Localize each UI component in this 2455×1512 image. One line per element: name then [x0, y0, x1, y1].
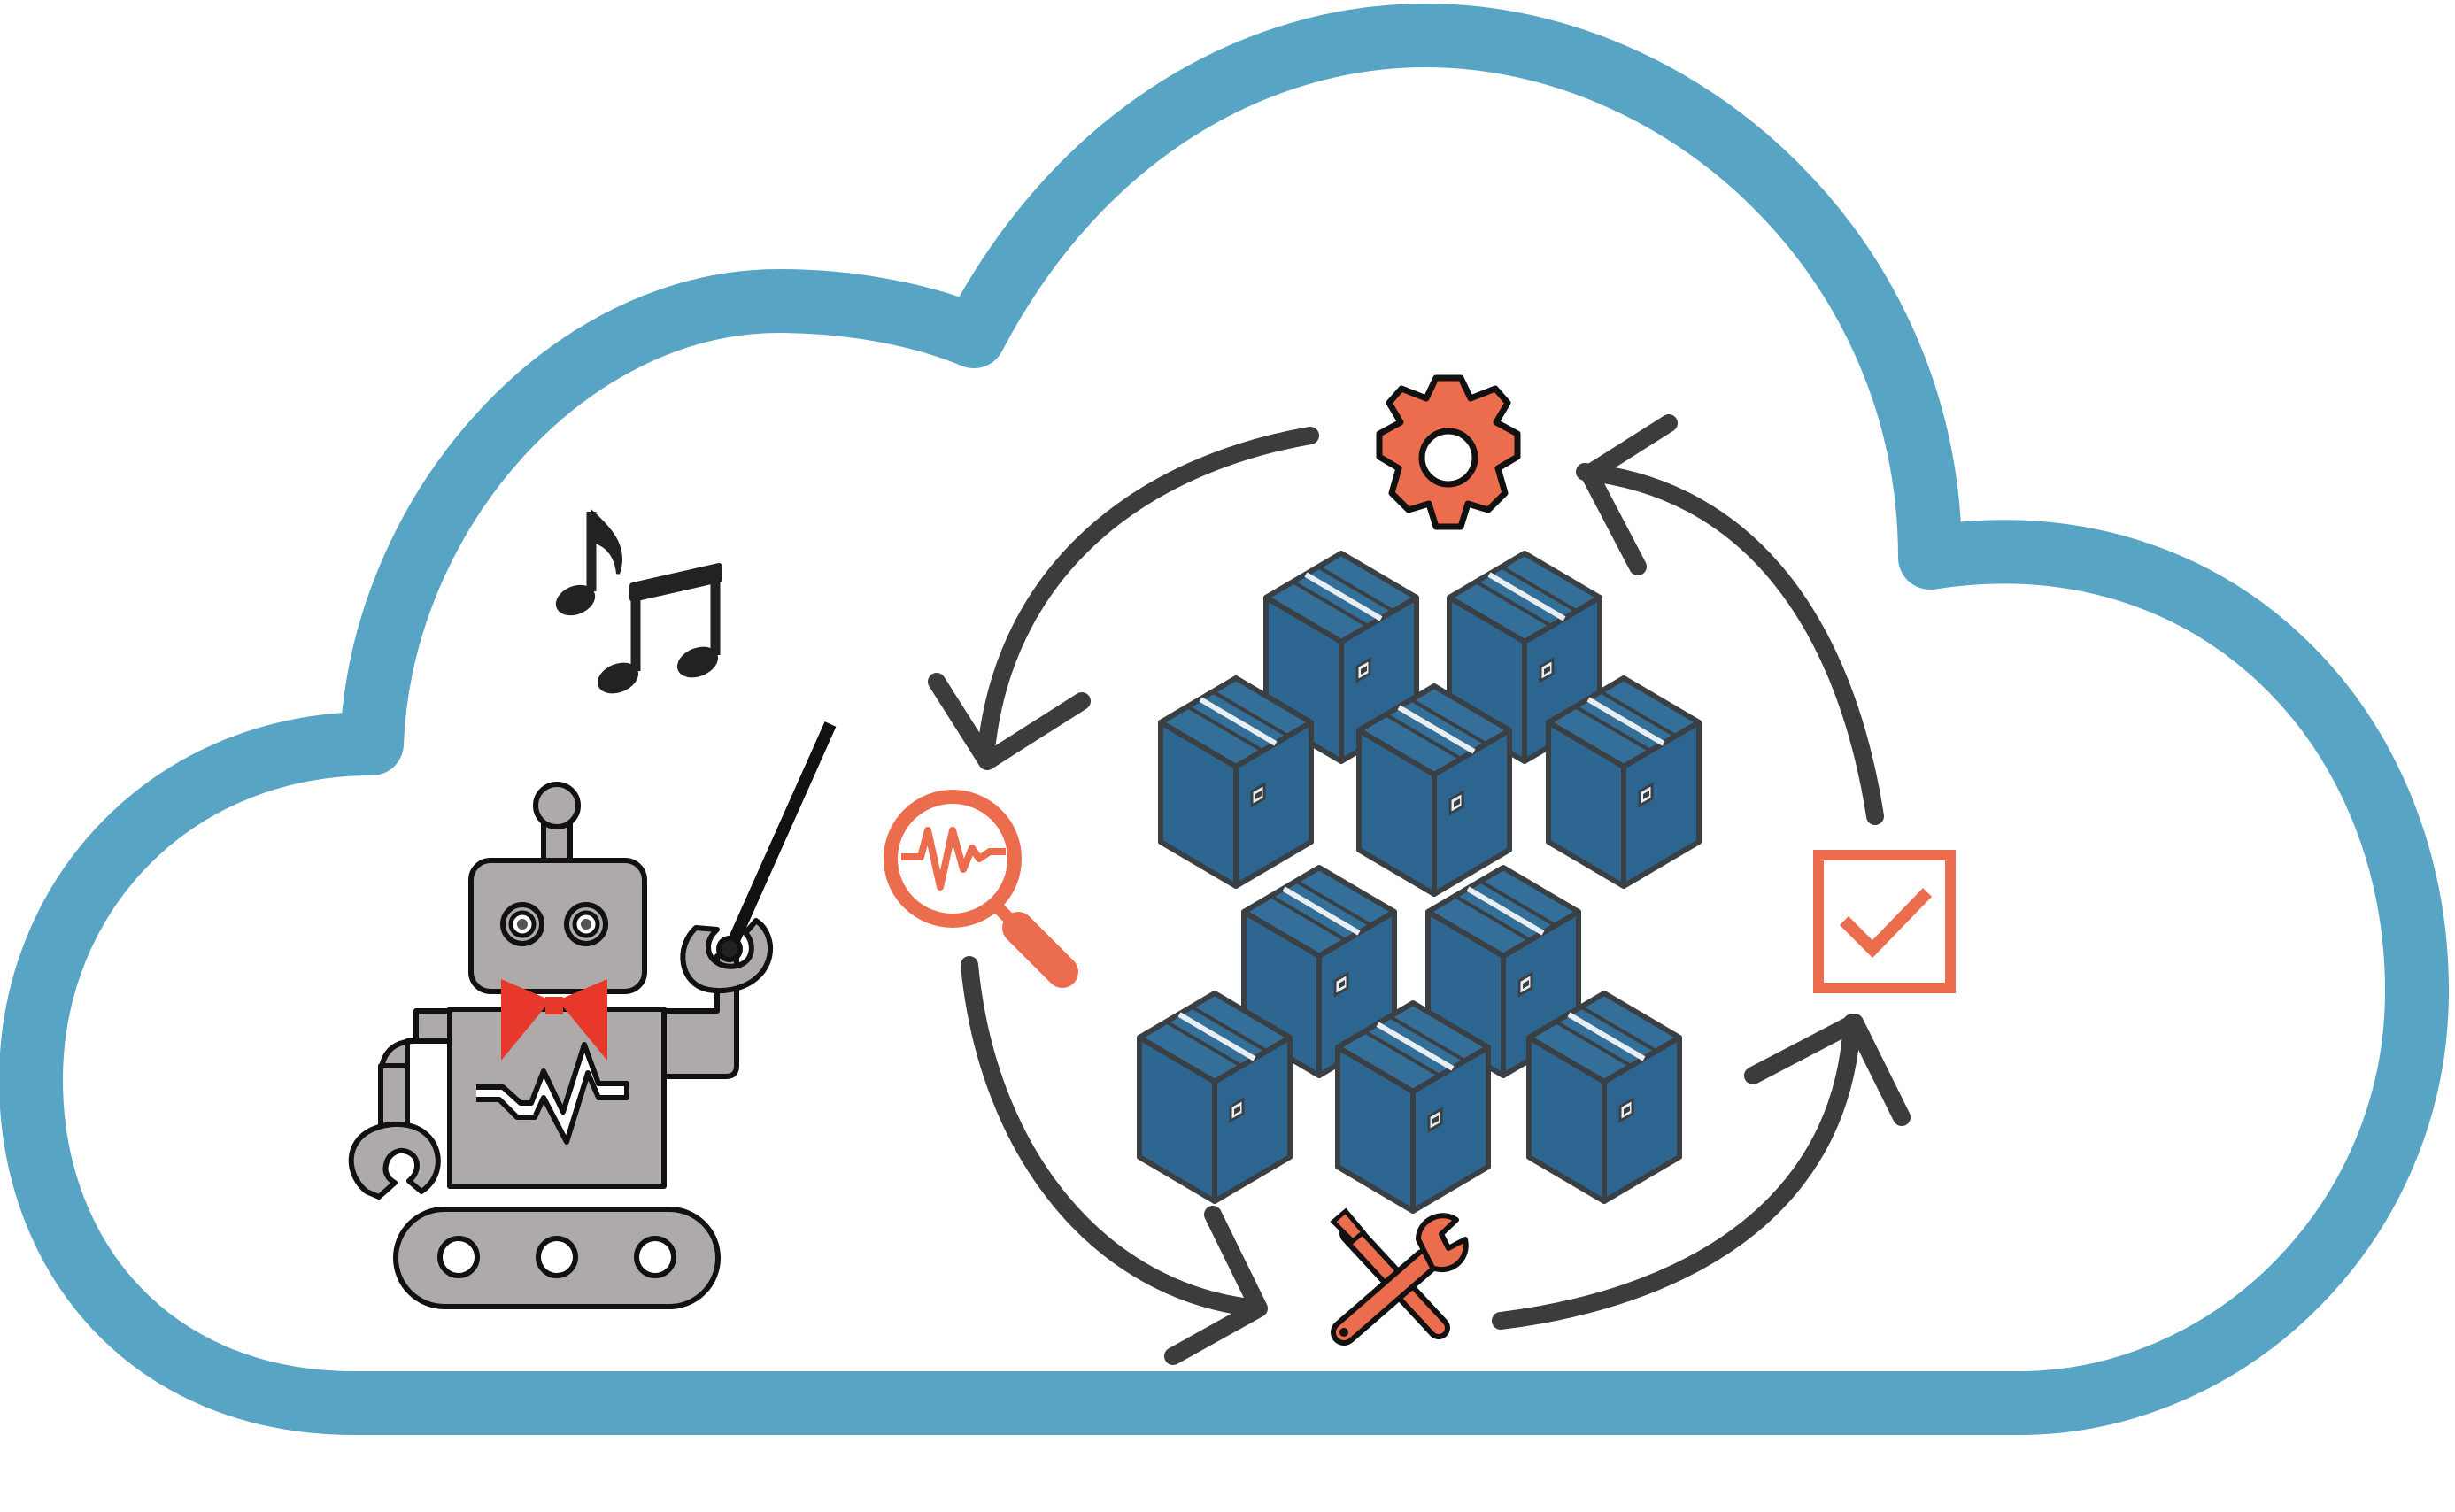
- container-box: [1161, 678, 1311, 886]
- container-box: [1338, 1003, 1488, 1211]
- arrow-tools-to-checkbox: [1492, 1014, 1861, 1330]
- bow-tie-icon: [501, 979, 607, 1061]
- magnifier-pulse-icon: [884, 790, 1078, 988]
- container-box: [1359, 686, 1509, 894]
- arrow-magnifier-to-tools: [961, 956, 1266, 1317]
- robot-head-icon: [468, 858, 647, 994]
- cycle-arrows: [928, 414, 1911, 1365]
- checkbox-icon: [1813, 850, 1956, 993]
- container-box: [1548, 678, 1699, 886]
- baton-icon: [722, 721, 837, 957]
- conveyor-tracks-icon: [393, 1207, 721, 1309]
- tools-icon: [1330, 1207, 1469, 1346]
- robot-eyes: [500, 902, 608, 946]
- beamed-notes-icon: [597, 563, 722, 694]
- gear-icon: [1376, 374, 1521, 530]
- container-box: [1529, 993, 1679, 1201]
- robot-conductor: [348, 721, 837, 1309]
- arrow-gear-to-magnifier: [978, 427, 1319, 751]
- container-box: [1139, 993, 1290, 1201]
- eighth-note-icon: [555, 509, 623, 616]
- arrow-checkbox-to-gear: [1576, 463, 1884, 825]
